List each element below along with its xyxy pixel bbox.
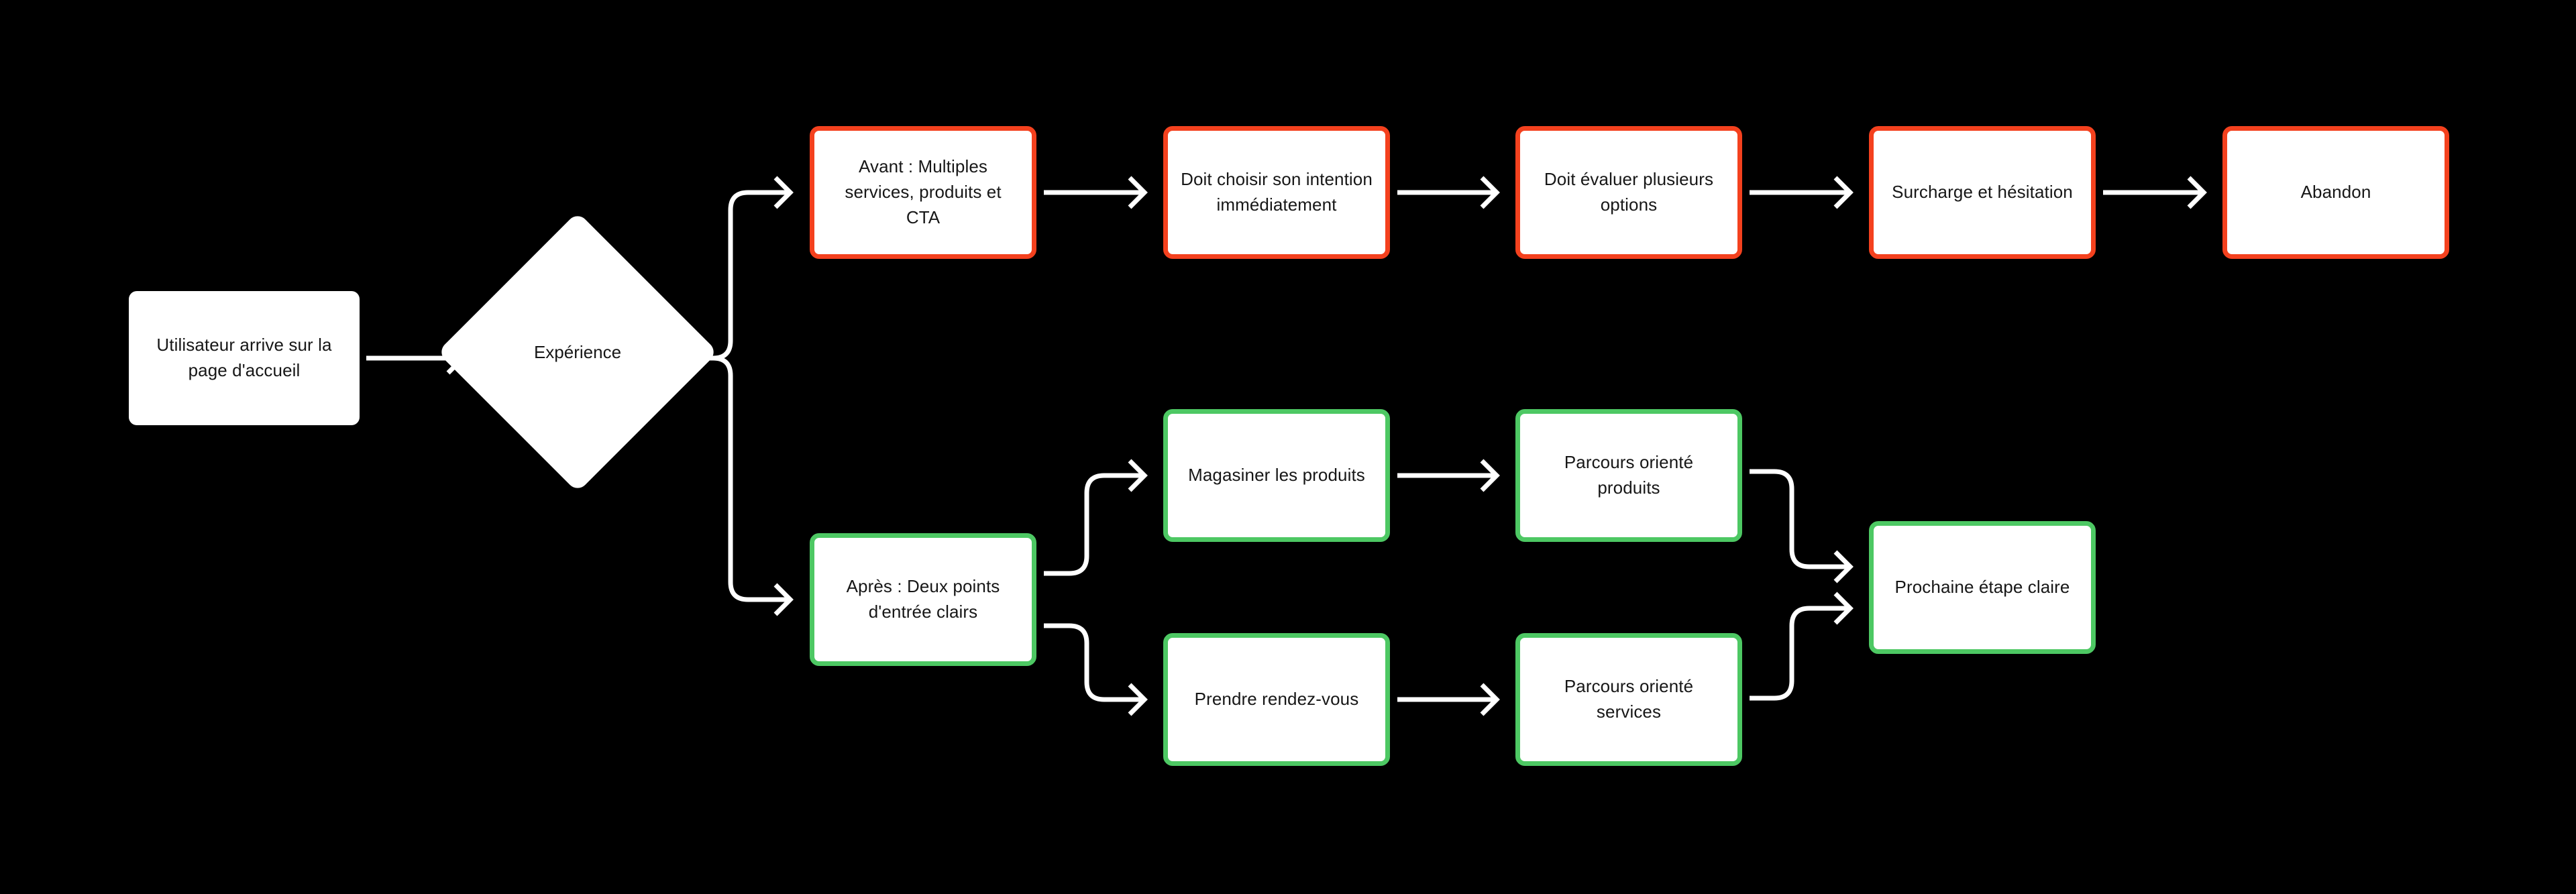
diamond-shape [437, 211, 718, 493]
process-node-shop[interactable]: Magasiner les produits [1163, 409, 1390, 542]
connector-after-to-shop [1044, 473, 1144, 576]
node-label: Magasiner les produits [1188, 465, 1365, 486]
arrowhead-icon [1480, 459, 1500, 492]
node-label: Avant : Multiples services, produits et … [845, 156, 1002, 227]
process-node-service-path[interactable]: Parcours orienté services [1515, 633, 1742, 766]
node-label: Utilisateur arrive sur la page d'accueil [156, 335, 332, 380]
node-label: Surcharge et hésitation [1892, 182, 2073, 203]
process-node-evaluate[interactable]: Doit évaluer plusieurs options [1515, 126, 1742, 259]
process-node-before[interactable]: Avant : Multiples services, produits et … [810, 126, 1036, 259]
arrowhead-icon [1128, 683, 1148, 716]
arrowhead-icon [773, 583, 794, 616]
arrowhead-icon [1833, 176, 1854, 209]
node-label: Doit évaluer plusieurs options [1544, 169, 1714, 215]
process-node-start[interactable]: Utilisateur arrive sur la page d'accueil [129, 291, 360, 425]
process-node-intent[interactable]: Doit choisir son intention immédiatement [1163, 126, 1390, 259]
arrowhead-icon [773, 176, 794, 209]
arrowhead-icon [1128, 176, 1148, 209]
process-node-abandon[interactable]: Abandon [2222, 126, 2449, 259]
node-label: Prendre rendez-vous [1194, 689, 1359, 710]
connector-decision-to-after [684, 355, 790, 602]
connector-product-path-to-next-step [1750, 469, 1850, 569]
process-node-after[interactable]: Après : Deux points d'entrée clairs [810, 533, 1036, 666]
connector-service-path-to-next-step [1750, 606, 1850, 701]
node-label: Après : Deux points d'entrée clairs [846, 576, 1000, 622]
process-node-product-path[interactable]: Parcours orienté produits [1515, 409, 1742, 542]
arrowhead-icon [1480, 683, 1500, 716]
process-node-overload[interactable]: Surcharge et hésitation [1869, 126, 2096, 259]
node-label: Prochaine étape claire [1894, 577, 2070, 598]
process-node-next-step[interactable]: Prochaine étape claire [1869, 521, 2096, 654]
node-label: Parcours orienté services [1564, 676, 1694, 722]
decision-node-decision[interactable]: Expérience [437, 211, 718, 493]
arrowhead-icon [1480, 176, 1500, 209]
node-label: Parcours orienté produits [1564, 452, 1694, 498]
arrowhead-icon [1833, 550, 1854, 583]
arrowhead-icon [1833, 592, 1854, 625]
node-label: Abandon [2300, 182, 2371, 203]
process-node-booking[interactable]: Prendre rendez-vous [1163, 633, 1390, 766]
connector-after-to-booking [1044, 623, 1144, 702]
arrowhead-icon [1128, 459, 1148, 492]
arrowhead-icon [2187, 176, 2207, 209]
node-label: Doit choisir son intention immédiatement [1181, 169, 1373, 215]
